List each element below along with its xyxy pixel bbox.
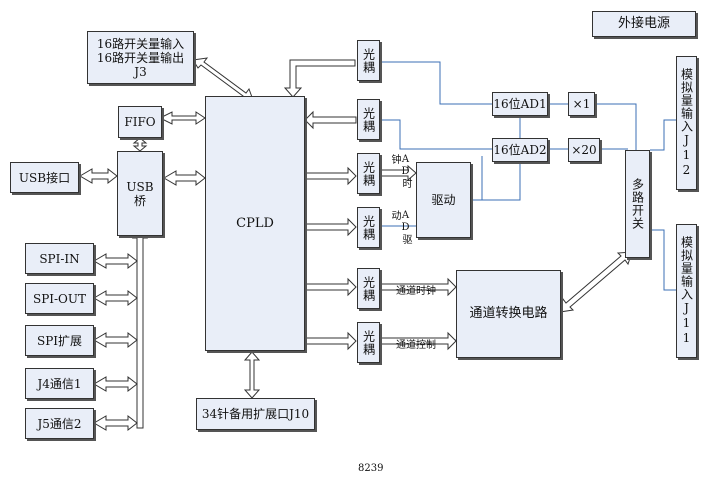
cpld-box: CPLD bbox=[205, 96, 305, 351]
gain-x20-box: ×20 bbox=[568, 138, 600, 162]
external-power-label: 外接电源 bbox=[617, 16, 670, 31]
expansion-label: 34针备用扩展口J10 bbox=[201, 407, 310, 421]
ad2-box: 16位AD2 bbox=[492, 138, 548, 162]
opto-label-5: 光耦 bbox=[361, 275, 376, 302]
driver-box: 驱动 bbox=[416, 162, 471, 238]
opto-label-2: 光耦 bbox=[361, 106, 376, 133]
driver-label: 驱动 bbox=[431, 193, 456, 207]
opto-box-2: 光耦 bbox=[357, 99, 380, 140]
fifo-label: FIFO bbox=[124, 115, 156, 129]
mux-box: 多路开关 bbox=[625, 150, 650, 258]
analog-j11-label: 模拟量输入J11 bbox=[679, 236, 694, 346]
channel-conv-label: 通道转换电路 bbox=[469, 306, 548, 321]
channel-clock-label: 通道时钟 bbox=[396, 286, 436, 297]
spi-ext-box: SPI扩展 bbox=[25, 325, 94, 356]
switch-io-label: 16路开关量输入 16路开关量输出 J3 bbox=[96, 36, 185, 79]
j4-label: J4通信1 bbox=[37, 376, 82, 391]
opto-label-6: 光耦 bbox=[361, 329, 376, 356]
ad2-label: 16位AD2 bbox=[493, 143, 547, 157]
analog-j12-box: 模拟量输入J12 bbox=[676, 56, 697, 190]
gain-x1-box: ×1 bbox=[568, 92, 595, 116]
ad1-box: 16位AD1 bbox=[492, 92, 548, 116]
j5-box: J5通信2 bbox=[25, 408, 94, 439]
channel-conv-box: 通道转换电路 bbox=[456, 270, 561, 358]
fifo-box: FIFO bbox=[118, 106, 162, 138]
ad-drive-label: AD驱动 bbox=[389, 210, 411, 245]
figure-caption: 8239 bbox=[358, 463, 384, 474]
expansion-box: 34针备用扩展口J10 bbox=[196, 398, 315, 430]
opto-label-1: 光耦 bbox=[361, 47, 376, 74]
spi-out-box: SPI-OUT bbox=[25, 283, 94, 314]
usb-port-box: USB接口 bbox=[10, 162, 79, 193]
spi-in-box: SPI-IN bbox=[25, 243, 94, 274]
opto-box-5: 光耦 bbox=[357, 268, 380, 309]
opto-box-4: 光耦 bbox=[357, 207, 380, 248]
spi-in-label: SPI-IN bbox=[39, 251, 80, 266]
opto-box-3: 光耦 bbox=[357, 153, 380, 194]
spi-out-label: SPI-OUT bbox=[32, 291, 87, 306]
opto-label-3: 光耦 bbox=[361, 160, 376, 187]
opto-box-6: 光耦 bbox=[357, 322, 380, 363]
opto-box-1: 光耦 bbox=[357, 40, 380, 81]
usb-bridge-box: USB 桥 bbox=[117, 151, 163, 236]
usb-port-label: USB接口 bbox=[18, 170, 71, 185]
cpld-label: CPLD bbox=[236, 215, 274, 231]
ad1-label: 16位AD1 bbox=[493, 97, 547, 111]
spi-ext-label: SPI扩展 bbox=[36, 333, 83, 348]
mux-label: 多路开关 bbox=[630, 178, 645, 230]
external-power-box: 外接电源 bbox=[592, 11, 696, 37]
usb-bridge-label: USB 桥 bbox=[126, 179, 154, 208]
switch-io-box: 16路开关量输入 16路开关量输出 J3 bbox=[87, 31, 194, 84]
opto-label-4: 光耦 bbox=[361, 214, 376, 241]
j4-box: J4通信1 bbox=[25, 368, 94, 399]
j5-label: J5通信2 bbox=[37, 416, 82, 431]
analog-j12-label: 模拟量输入J12 bbox=[679, 68, 694, 178]
analog-j11-box: 模拟量输入J11 bbox=[676, 224, 697, 358]
gain-x1-label: ×1 bbox=[572, 97, 591, 111]
channel-ctrl-label: 通道控制 bbox=[396, 340, 436, 351]
ad-clock-label: AD时钟 bbox=[389, 154, 411, 189]
gain-x20-label: ×20 bbox=[571, 143, 597, 157]
